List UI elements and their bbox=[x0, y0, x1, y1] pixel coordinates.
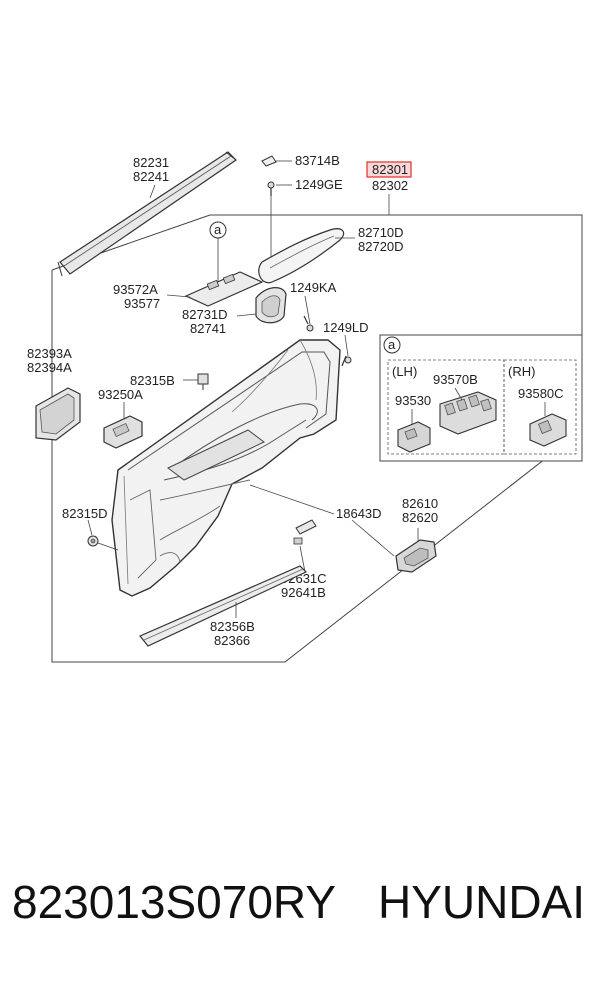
label-93250a: 93250A bbox=[98, 387, 143, 402]
leader-82231 bbox=[149, 184, 156, 199]
label-lh: (LH) bbox=[392, 364, 417, 379]
label-93580c: 93580C bbox=[518, 386, 564, 401]
inset-callout-letter: a bbox=[388, 337, 396, 352]
label-82394a: 82394A bbox=[27, 360, 72, 375]
leader-82315d-panel bbox=[97, 542, 119, 551]
leader-82731d bbox=[236, 313, 257, 317]
leader-93572a bbox=[166, 294, 191, 298]
label-82315d: 82315D bbox=[62, 506, 108, 521]
label-82720d: 82720D bbox=[358, 239, 404, 254]
lower-trim-strip-part bbox=[139, 565, 308, 647]
mirror-cover-part bbox=[35, 387, 81, 441]
label-82366: 82366 bbox=[214, 633, 250, 648]
label-1249ge: 1249GE bbox=[295, 177, 343, 192]
screw-1249ld-part bbox=[341, 355, 352, 367]
label-82620: 82620 bbox=[402, 510, 438, 525]
switch-panel-part bbox=[184, 271, 264, 307]
label-82241: 82241 bbox=[133, 169, 169, 184]
rh-window-switch-part bbox=[529, 413, 567, 447]
clip-82315b-part bbox=[197, 373, 209, 390]
label-82741: 82741 bbox=[190, 321, 226, 336]
label-82393a: 82393A bbox=[27, 346, 72, 361]
inset-rh-dashed-box bbox=[503, 359, 577, 455]
part-number-caption: 823013S070RY bbox=[12, 876, 336, 928]
door-trim-panel-part bbox=[111, 339, 341, 597]
leader-92631c bbox=[299, 545, 306, 573]
switch-93250a-part bbox=[103, 415, 143, 449]
leader-1249ld bbox=[344, 334, 349, 357]
leader-1249ka bbox=[304, 295, 311, 325]
caption-bar: 823013S070RY HYUNDAI bbox=[0, 875, 600, 955]
belt-weatherstrip-part bbox=[57, 151, 237, 277]
label-93572a: 93572A bbox=[113, 282, 158, 297]
brand-caption: HYUNDAI bbox=[378, 876, 586, 928]
callout-a-letter: a bbox=[214, 222, 222, 237]
clip-82315d-part bbox=[87, 535, 99, 547]
leader-93570b bbox=[454, 387, 463, 401]
label-1249ld: 1249LD bbox=[323, 320, 369, 335]
handle-cover-82610-part bbox=[395, 539, 437, 573]
label-93570b: 93570B bbox=[433, 372, 478, 387]
armrest-trim-part bbox=[258, 228, 345, 284]
lock-switch-93530-part bbox=[397, 421, 431, 453]
label-82301: 82301 bbox=[372, 162, 408, 177]
label-93577: 93577 bbox=[124, 296, 160, 311]
label-93530: 93530 bbox=[395, 393, 431, 408]
inside-handle-part bbox=[255, 287, 287, 324]
screw-1249ge-part bbox=[267, 181, 275, 196]
label-92641b: 92641B bbox=[281, 585, 326, 600]
inset-callout-circle bbox=[383, 336, 401, 354]
label-1249ka: 1249KA bbox=[290, 280, 337, 295]
leader-82315d bbox=[87, 519, 93, 536]
label-82302: 82302 bbox=[372, 178, 408, 193]
screw-1249ka-part bbox=[303, 315, 314, 332]
highlight-box-82301 bbox=[366, 161, 412, 178]
label-82610: 82610 bbox=[402, 496, 438, 511]
courtesy-lamp-part bbox=[293, 519, 317, 545]
master-window-switch-part bbox=[439, 391, 497, 435]
label-82731d: 82731D bbox=[182, 307, 228, 322]
leader-18643d bbox=[249, 484, 335, 515]
label-82710d: 82710D bbox=[358, 225, 404, 240]
label-18643d: 18643D bbox=[336, 506, 382, 521]
leader-82610-panel bbox=[351, 519, 395, 557]
label-82231: 82231 bbox=[133, 155, 169, 170]
clip-83714b-part bbox=[261, 155, 277, 167]
label-rh: (RH) bbox=[508, 364, 535, 379]
label-83714b: 83714B bbox=[295, 153, 340, 168]
label-82315b: 82315B bbox=[130, 373, 175, 388]
label-82356b: 82356B bbox=[210, 619, 255, 634]
